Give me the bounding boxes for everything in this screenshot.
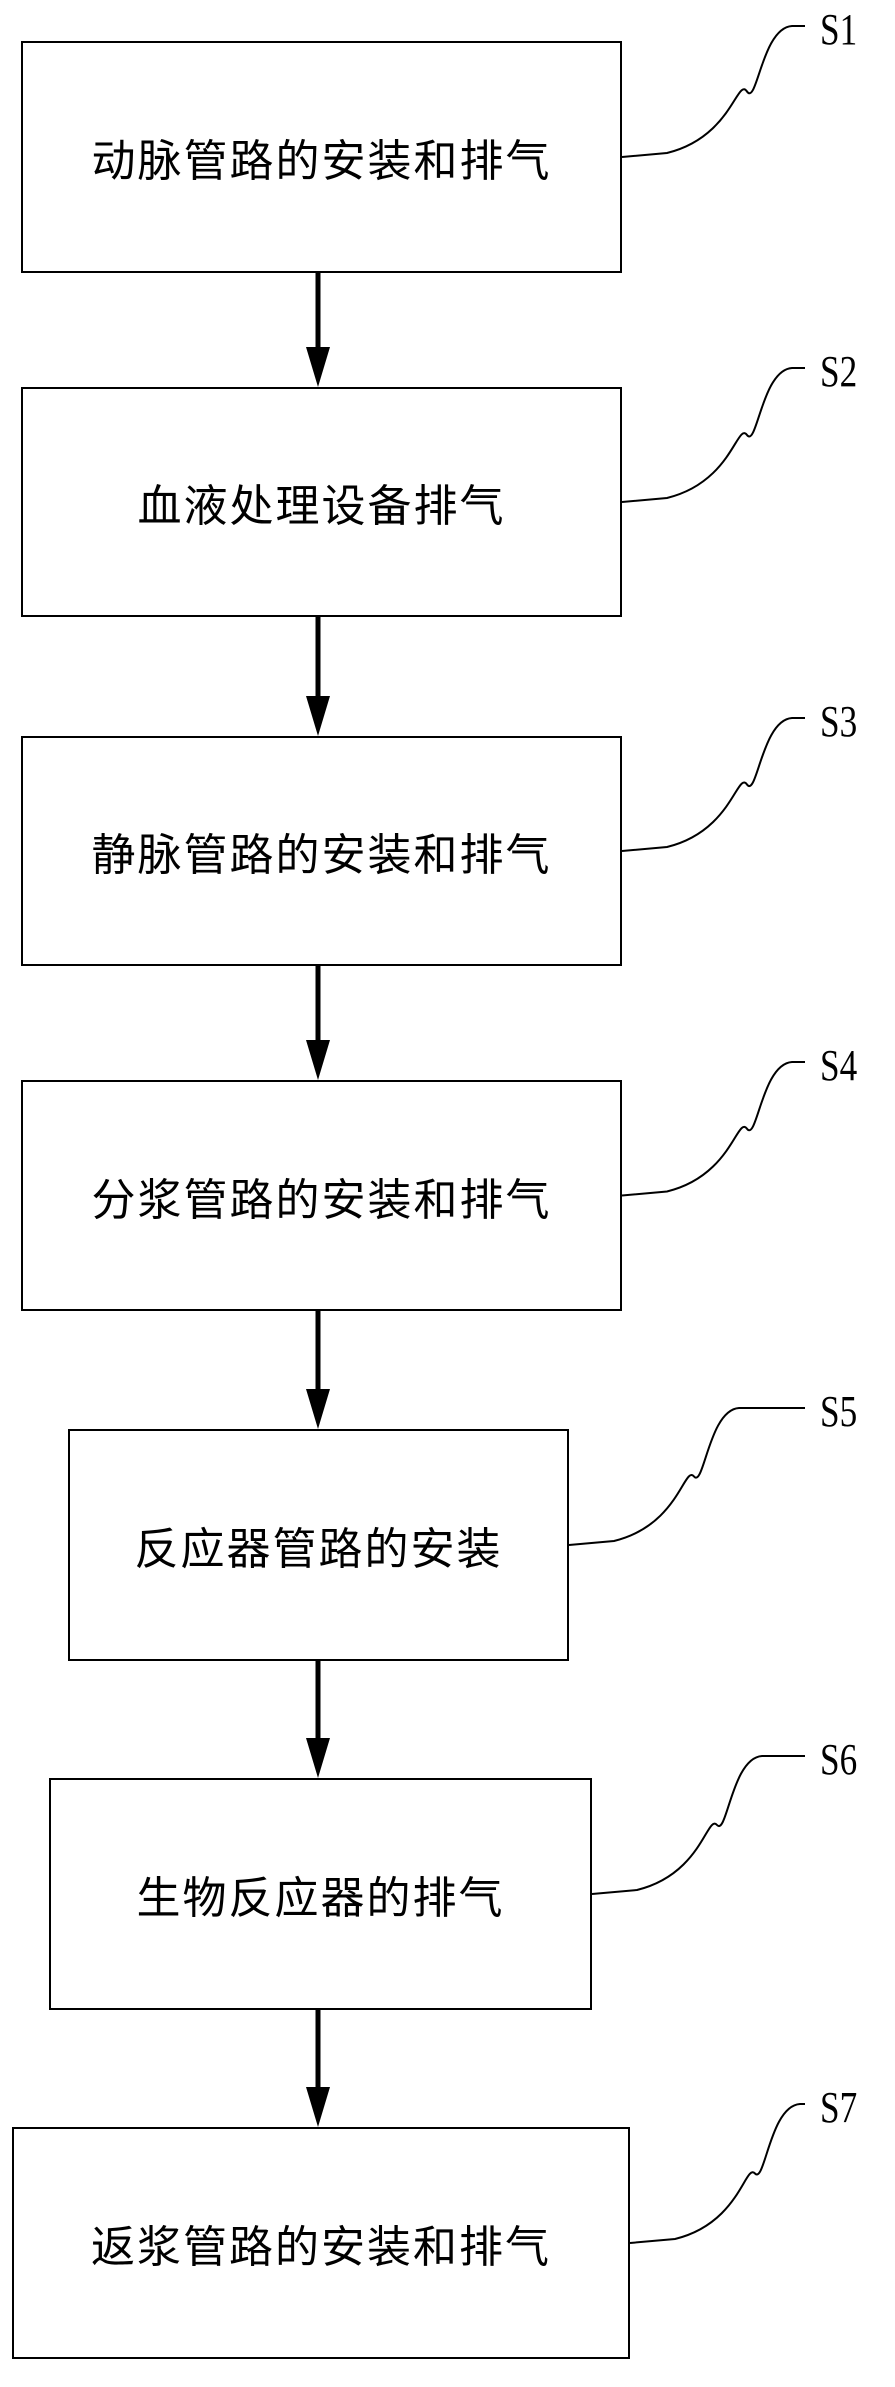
step-box-s2: 血液处理设备排气 (21, 387, 622, 617)
leader-line-s5 (568, 1407, 805, 1546)
leader-line-s3 (621, 717, 805, 852)
leader-line-s4 (621, 1061, 805, 1197)
step-label-s1: S1 (820, 5, 858, 54)
arrowhead-icon (306, 2087, 330, 2127)
step-text-s5: 反应器管路的安装 (134, 1524, 503, 1575)
step-label-s5: S5 (820, 1387, 858, 1436)
arrowhead-icon (306, 696, 330, 736)
step-text-s1: 动脉管路的安装和排气 (91, 136, 552, 187)
step-box-s3: 静脉管路的安装和排气 (21, 736, 622, 966)
step-label-s7: S7 (820, 2083, 858, 2132)
step-box-s6: 生物反应器的排气 (49, 1778, 592, 2010)
leader-line-s2 (621, 367, 805, 503)
arrowhead-icon (306, 1738, 330, 1778)
step-text-s7: 返浆管路的安装和排气 (91, 2222, 551, 2273)
step-box-s4: 分浆管路的安装和排气 (21, 1080, 622, 1311)
step-text-s4: 分浆管路的安装和排气 (91, 1174, 552, 1226)
step-box-s1: 动脉管路的安装和排气 (21, 41, 622, 273)
arrowhead-icon (306, 347, 330, 387)
leader-line-s7 (629, 2103, 805, 2244)
step-box-s7: 返浆管路的安装和排气 (12, 2127, 630, 2359)
step-text-s2: 血液处理设备排气 (137, 481, 506, 532)
step-label-s3: S3 (820, 697, 858, 746)
leader-line-s6 (591, 1755, 805, 1895)
leader-line-s1 (621, 25, 805, 158)
step-label-s4: S4 (820, 1041, 858, 1090)
arrowhead-icon (306, 1040, 330, 1080)
step-label-s6: S6 (820, 1735, 858, 1784)
step-text-s6: 生物反应器的排气 (136, 1873, 505, 1924)
step-box-s5: 反应器管路的安装 (68, 1429, 569, 1661)
step-label-s2: S2 (820, 347, 858, 396)
arrowhead-icon (306, 1389, 330, 1429)
step-text-s3: 静脉管路的安装和排气 (91, 830, 552, 881)
